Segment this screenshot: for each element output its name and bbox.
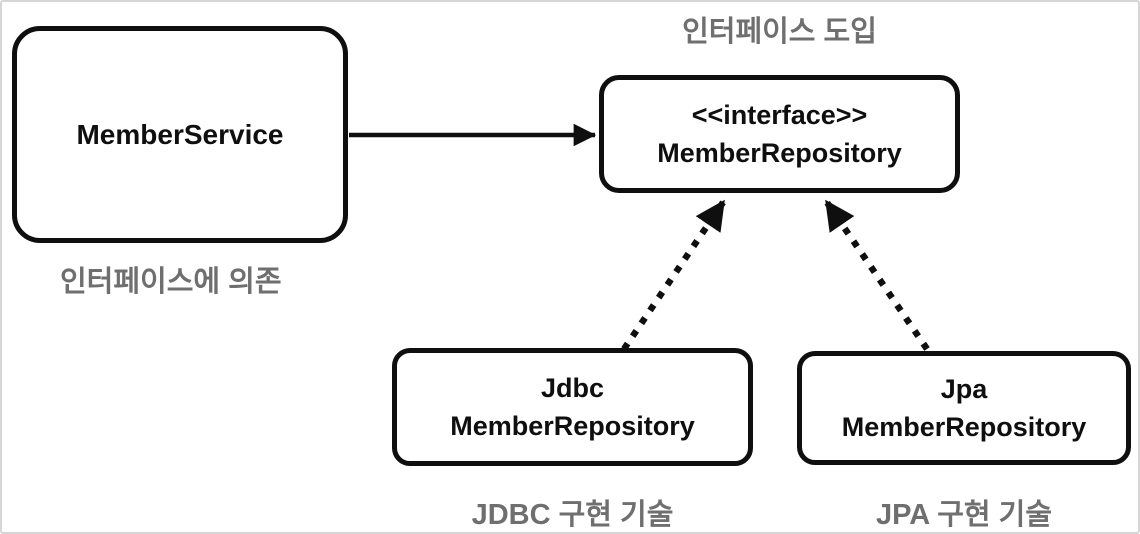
jdbc-implements-arrow [621, 199, 727, 351]
jdbc-node-line1: Jdbc [540, 373, 605, 403]
jpa-implements-arrow [823, 199, 930, 351]
jpa-node-line1: Jpa [940, 374, 988, 404]
node-member-repository-interface: <<interface>> MemberRepository [599, 75, 960, 193]
node-jdbc-member-repository: Jdbc MemberRepository [392, 348, 753, 466]
jdbc-node-line2: MemberRepository [450, 411, 695, 441]
jdbc-note: JDBC 구현 기술 [471, 499, 674, 531]
interface-name: MemberRepository [657, 138, 902, 168]
jpa-note: JPA 구현 기술 [875, 499, 1053, 531]
diagram-title: 인터페이스 도입 [682, 16, 877, 48]
member-service-note: 인터페이스에 의존 [60, 266, 282, 298]
node-member-service: MemberService [12, 26, 348, 243]
node-member-service-label: MemberService [76, 118, 284, 150]
jpa-node-line2: MemberRepository [841, 412, 1087, 442]
interface-stereotype: <<interface>> [691, 100, 868, 130]
node-jpa-member-repository: Jpa MemberRepository [797, 351, 1131, 465]
